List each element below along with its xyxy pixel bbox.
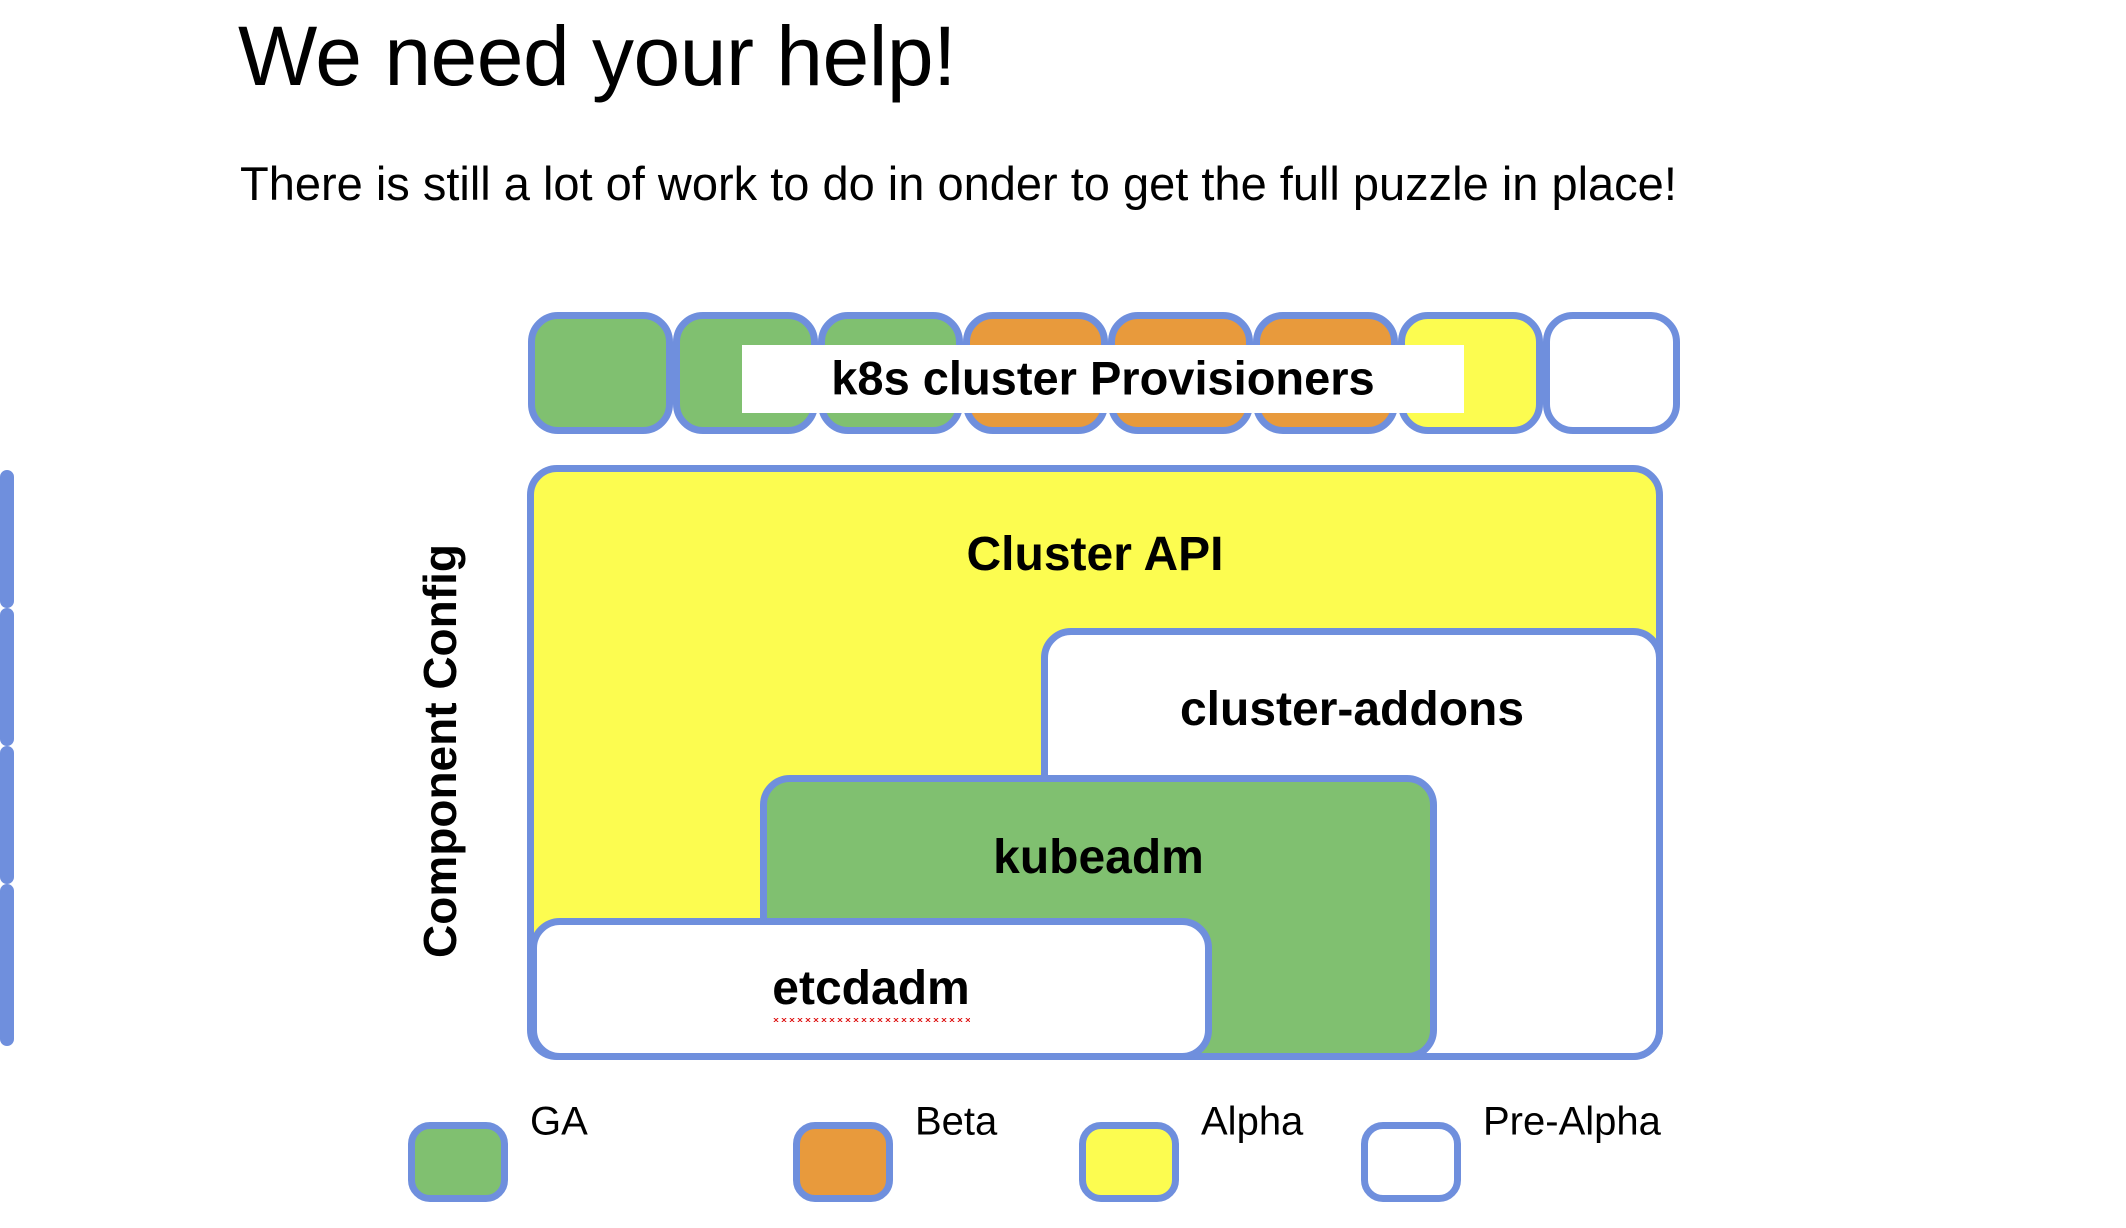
component-config-tile-2[interactable] [0, 608, 14, 746]
provisioner-tile-8[interactable] [1543, 312, 1680, 434]
component-config-tile-1[interactable] [0, 470, 14, 608]
legend-swatch-alpha [1079, 1122, 1179, 1202]
legend-swatch-ga [408, 1122, 508, 1202]
component-config-label-strip: Component Config [404, 478, 476, 1023]
provisioner-tile-1[interactable] [528, 312, 673, 434]
legend-label-alpha: Alpha [1201, 1099, 1304, 1144]
provisioners-banner-label: k8s cluster Provisioners [831, 351, 1375, 405]
legend-label-pre-alpha: Pre-Alpha [1483, 1099, 1661, 1144]
component-config-tile-4[interactable] [0, 884, 14, 1046]
page-subtitle: There is still a lot of work to do in on… [240, 157, 1677, 210]
legend-swatch-beta [793, 1122, 893, 1202]
etcdadm-box[interactable]: etcdadm [530, 918, 1212, 1060]
kubeadm-label: kubeadm [993, 831, 1204, 884]
etcdadm-label-wrap: etcdadm [537, 961, 1205, 1022]
component-config-label: Component Config [414, 543, 466, 958]
kubeadm-box[interactable]: kubeadm [760, 775, 1437, 1060]
provisioners-banner: k8s cluster Provisioners [742, 345, 1464, 413]
component-config-tile-3[interactable] [0, 746, 14, 884]
legend-label-beta: Beta [915, 1099, 998, 1144]
cluster-api-label: Cluster API [966, 528, 1224, 581]
etcdadm-label: etcdadm [772, 961, 970, 1022]
page-title: We need your help! [238, 9, 956, 103]
legend-swatch-pre-alpha [1361, 1122, 1461, 1202]
legend-label-ga: GA [530, 1099, 588, 1144]
provisioner-tile-7[interactable] [1398, 312, 1543, 434]
cluster-addons-label: cluster-addons [1179, 683, 1525, 736]
